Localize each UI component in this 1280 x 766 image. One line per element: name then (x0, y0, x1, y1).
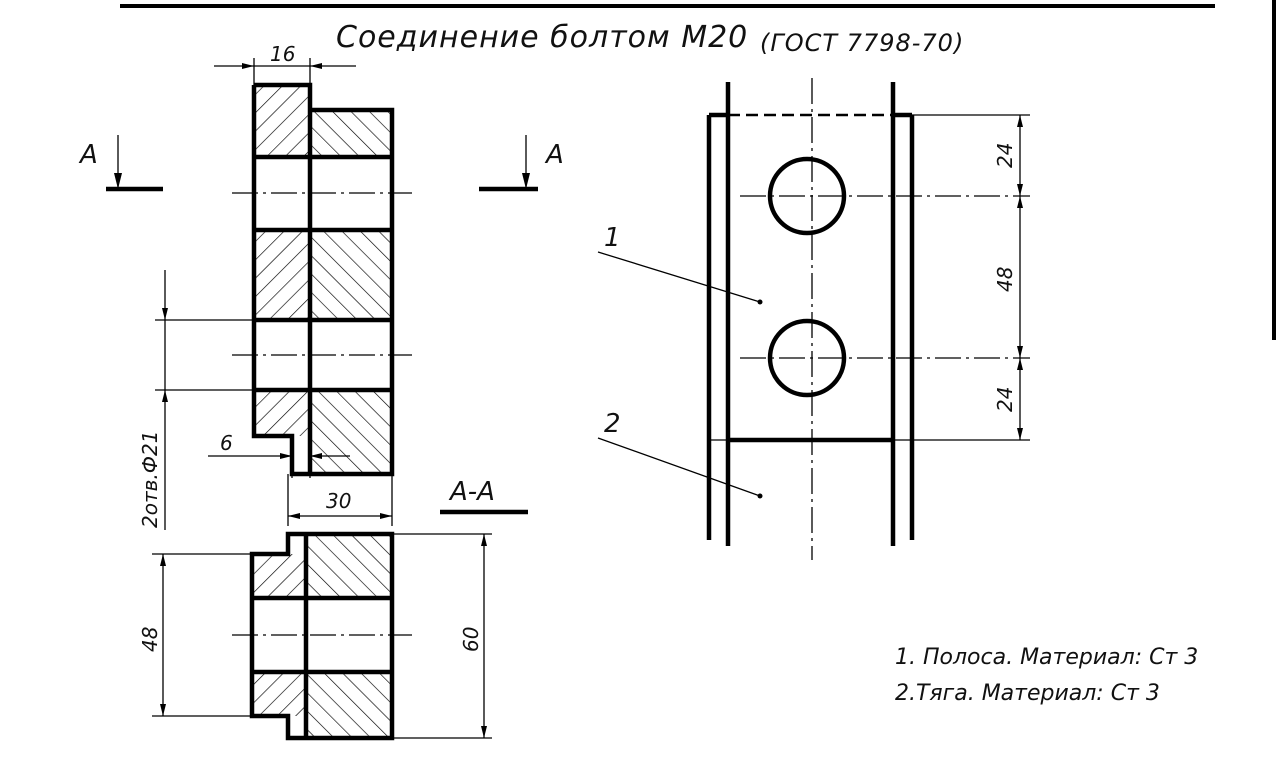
dim-30: 30 (326, 489, 351, 513)
hatch-right-2 (310, 230, 392, 320)
drawing-title: Соединение болтом М20 (336, 20, 748, 55)
drawing-standard: (ГОСТ 7798-70) (760, 29, 964, 57)
section-mark-left: А (78, 140, 98, 170)
plate-outline-section (249, 531, 395, 741)
dim-6: 6 (220, 431, 233, 455)
note-1: 1. Полоса. Материал: Ст 3 (895, 645, 1198, 670)
dim-24-top: 24 (993, 143, 1017, 168)
hatch-left-3 (254, 390, 310, 436)
top-view: 1 2 24 48 24 (597, 78, 1030, 560)
dim-48-section: 48 (138, 627, 162, 652)
dim-24-bottom: 24 (993, 387, 1017, 412)
callout-part-2: 2 (604, 409, 621, 439)
section-mark-right: А (544, 140, 564, 170)
front-view: 16 2отв.Ф21 6 30 А А (78, 42, 564, 530)
section-view: А-А 48 60 (138, 477, 528, 741)
note-2: 2.Тяга. Материал: Ст 3 (895, 681, 1160, 706)
section-title: А-А (448, 477, 495, 507)
hatch-right-1 (310, 110, 392, 157)
hatch-left-1 (254, 85, 310, 157)
dim-holes: 2отв.Ф21 (138, 431, 162, 528)
callout-part-1: 1 (604, 223, 621, 253)
dim-60: 60 (459, 627, 483, 652)
hatch-left-2 (254, 230, 310, 320)
dim-16: 16 (270, 42, 295, 66)
dim-48-pitch: 48 (993, 267, 1017, 292)
hatch-right-3 (310, 390, 392, 474)
